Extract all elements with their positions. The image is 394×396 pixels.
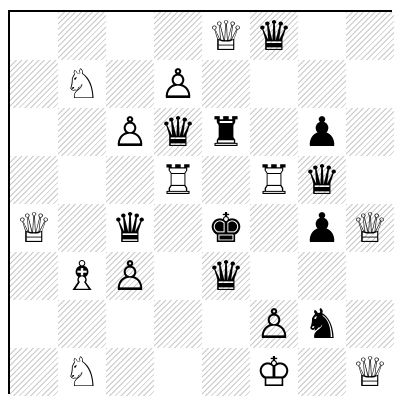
square-d6[interactable]: ♛ (154, 108, 202, 156)
square-g5[interactable]: ♛ (298, 156, 346, 204)
square-a7[interactable] (10, 60, 58, 108)
square-h5[interactable] (346, 156, 394, 204)
square-a1[interactable] (10, 348, 58, 396)
black-queen-icon[interactable]: ♛ (202, 252, 250, 300)
square-h2[interactable] (346, 300, 394, 348)
square-g1[interactable] (298, 348, 346, 396)
square-a2[interactable] (10, 300, 58, 348)
square-h8[interactable] (346, 12, 394, 60)
white-rook-icon[interactable]: ♖ (250, 156, 298, 204)
square-b7[interactable]: ♘ (58, 60, 106, 108)
square-f5[interactable]: ♖ (250, 156, 298, 204)
square-f7[interactable] (250, 60, 298, 108)
chess-board: ♕♛♘♙♙♛♜♟♖♖♛♕♛♚♟♕♗♙♛♙♞♘♔♕ (8, 10, 392, 394)
square-d2[interactable] (154, 300, 202, 348)
square-c3[interactable]: ♙ (106, 252, 154, 300)
square-b3[interactable]: ♗ (58, 252, 106, 300)
square-e1[interactable] (202, 348, 250, 396)
square-g8[interactable] (298, 12, 346, 60)
square-h4[interactable]: ♕ (346, 204, 394, 252)
square-b8[interactable] (58, 12, 106, 60)
square-g7[interactable] (298, 60, 346, 108)
square-g4[interactable]: ♟ (298, 204, 346, 252)
square-c5[interactable] (106, 156, 154, 204)
square-b4[interactable] (58, 204, 106, 252)
square-f6[interactable] (250, 108, 298, 156)
black-queen-icon[interactable]: ♛ (250, 12, 298, 60)
black-queen-icon[interactable]: ♛ (106, 204, 154, 252)
black-queen-icon[interactable]: ♛ (298, 156, 346, 204)
black-queen-icon[interactable]: ♛ (154, 108, 202, 156)
square-f3[interactable] (250, 252, 298, 300)
square-h6[interactable] (346, 108, 394, 156)
white-queen-icon[interactable]: ♕ (10, 204, 58, 252)
square-a5[interactable] (10, 156, 58, 204)
square-h3[interactable] (346, 252, 394, 300)
square-c2[interactable] (106, 300, 154, 348)
black-pawn-icon[interactable]: ♟ (298, 204, 346, 252)
square-f1[interactable]: ♔ (250, 348, 298, 396)
white-queen-icon[interactable]: ♕ (202, 12, 250, 60)
white-bishop-icon[interactable]: ♗ (58, 252, 106, 300)
square-b1[interactable]: ♘ (58, 348, 106, 396)
square-d3[interactable] (154, 252, 202, 300)
square-a8[interactable] (10, 12, 58, 60)
square-d7[interactable]: ♙ (154, 60, 202, 108)
square-g6[interactable]: ♟ (298, 108, 346, 156)
white-queen-icon[interactable]: ♕ (346, 204, 394, 252)
black-rook-icon[interactable]: ♜ (202, 108, 250, 156)
white-knight-icon[interactable]: ♘ (58, 348, 106, 396)
square-h1[interactable]: ♕ (346, 348, 394, 396)
square-b6[interactable] (58, 108, 106, 156)
square-e4[interactable]: ♚ (202, 204, 250, 252)
white-king-icon[interactable]: ♔ (250, 348, 298, 396)
square-e6[interactable]: ♜ (202, 108, 250, 156)
square-e8[interactable]: ♕ (202, 12, 250, 60)
white-queen-icon[interactable]: ♕ (346, 348, 394, 396)
white-pawn-icon[interactable]: ♙ (250, 300, 298, 348)
square-g3[interactable] (298, 252, 346, 300)
white-pawn-icon[interactable]: ♙ (106, 108, 154, 156)
square-b2[interactable] (58, 300, 106, 348)
square-e5[interactable] (202, 156, 250, 204)
square-d1[interactable] (154, 348, 202, 396)
white-rook-icon[interactable]: ♖ (154, 156, 202, 204)
square-e3[interactable]: ♛ (202, 252, 250, 300)
square-a3[interactable] (10, 252, 58, 300)
white-pawn-icon[interactable]: ♙ (154, 60, 202, 108)
black-king-icon[interactable]: ♚ (202, 204, 250, 252)
square-g2[interactable]: ♞ (298, 300, 346, 348)
square-c7[interactable] (106, 60, 154, 108)
square-c1[interactable] (106, 348, 154, 396)
black-pawn-icon[interactable]: ♟ (298, 108, 346, 156)
square-c4[interactable]: ♛ (106, 204, 154, 252)
square-a4[interactable]: ♕ (10, 204, 58, 252)
square-h7[interactable] (346, 60, 394, 108)
square-c6[interactable]: ♙ (106, 108, 154, 156)
square-d8[interactable] (154, 12, 202, 60)
square-c8[interactable] (106, 12, 154, 60)
white-knight-icon[interactable]: ♘ (58, 60, 106, 108)
square-a6[interactable] (10, 108, 58, 156)
square-d5[interactable]: ♖ (154, 156, 202, 204)
white-pawn-icon[interactable]: ♙ (106, 252, 154, 300)
square-e7[interactable] (202, 60, 250, 108)
square-f4[interactable] (250, 204, 298, 252)
black-knight-icon[interactable]: ♞ (298, 300, 346, 348)
square-e2[interactable] (202, 300, 250, 348)
square-f2[interactable]: ♙ (250, 300, 298, 348)
square-d4[interactable] (154, 204, 202, 252)
square-f8[interactable]: ♛ (250, 12, 298, 60)
square-b5[interactable] (58, 156, 106, 204)
